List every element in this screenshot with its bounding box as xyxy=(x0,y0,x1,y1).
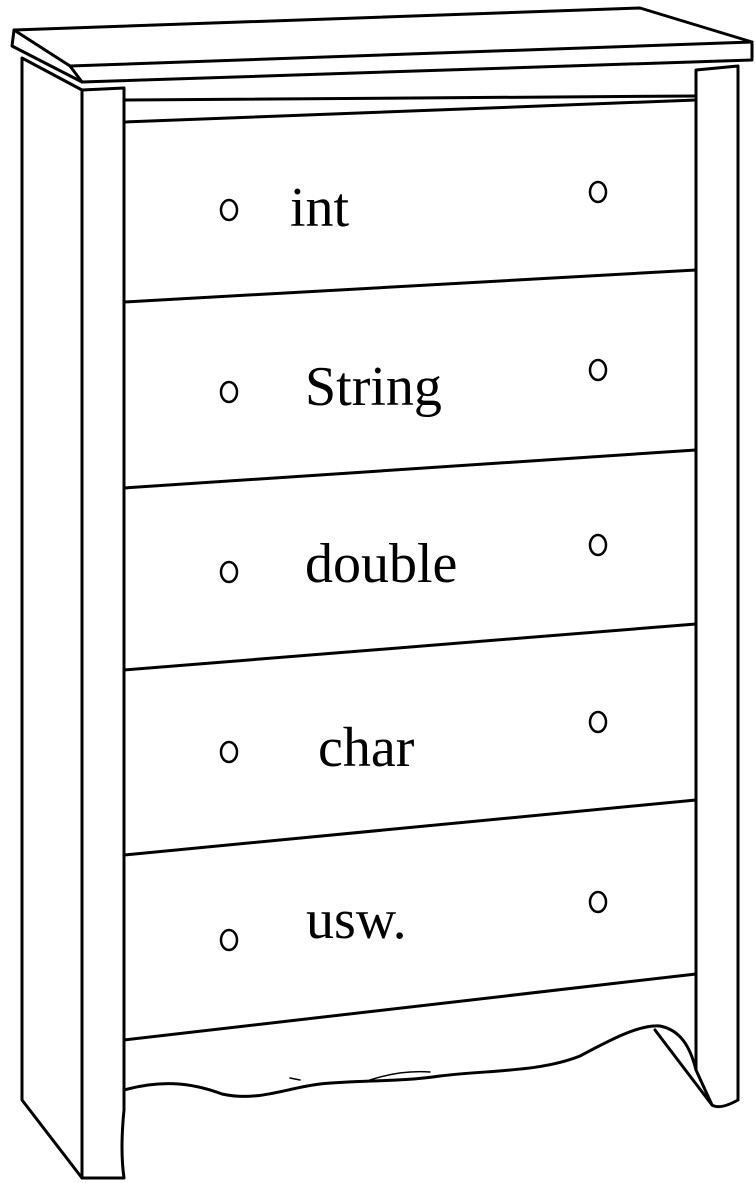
drawer-label-2: String xyxy=(305,356,442,418)
drawer-label-1: int xyxy=(290,177,350,239)
drawer-knobs xyxy=(219,180,608,952)
drawer-top-edge xyxy=(122,98,698,124)
dresser-top xyxy=(10,6,754,84)
top-rail xyxy=(122,94,698,102)
knob-icon xyxy=(219,928,239,952)
drawer-divider xyxy=(122,798,698,857)
knob-icon xyxy=(219,198,239,222)
drawer-divider xyxy=(122,268,698,304)
apron-detail xyxy=(289,1077,301,1081)
knob-icon xyxy=(588,533,608,557)
dresser-apron xyxy=(122,1024,698,1098)
apron-detail xyxy=(369,1070,431,1081)
drawer-label-5: usw. xyxy=(306,889,407,951)
drawer-divider xyxy=(122,972,698,1042)
drawer-label-4: char xyxy=(318,717,415,779)
knob-icon xyxy=(219,560,239,584)
dresser-left-leg xyxy=(80,86,126,1180)
knob-icon xyxy=(588,180,608,204)
drawer-divider xyxy=(122,622,698,672)
drawer-divider xyxy=(122,448,698,490)
dresser-right-leg xyxy=(653,64,740,1109)
drawer-label-3: double xyxy=(305,533,457,595)
knob-icon xyxy=(219,740,239,764)
knob-icon xyxy=(588,890,608,914)
knob-icon xyxy=(588,710,608,734)
knob-icon xyxy=(588,358,608,382)
dresser-left-side xyxy=(20,56,84,1180)
knob-icon xyxy=(219,380,239,404)
